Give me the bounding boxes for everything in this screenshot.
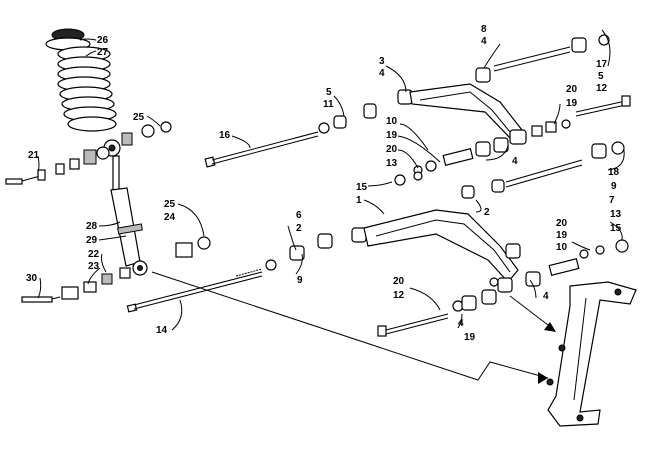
arrow-head (538, 372, 548, 384)
callout-12: 12 (596, 83, 608, 94)
washer (37, 169, 46, 181)
callout-12-lower: 12 (393, 290, 405, 301)
callout-5: 5 (326, 87, 332, 98)
callout-6: 6 (296, 210, 302, 221)
spacer (101, 273, 113, 285)
callout-20: 20 (566, 84, 578, 95)
arrow-head (544, 322, 556, 332)
lower-arm-frame (363, 209, 519, 283)
washer (141, 124, 155, 138)
lower-a-arm (351, 209, 521, 293)
assembly-arrows (151, 271, 556, 384)
upper-rear-hardware (413, 119, 571, 175)
lower-front-hardware (265, 171, 475, 271)
callout-24: 24 (164, 212, 176, 223)
callout-4: 4 (379, 68, 385, 79)
bolt-21-head (5, 178, 23, 185)
callout-3: 3 (379, 56, 385, 67)
shock-absorber (45, 28, 148, 276)
upper-arm-rear-bushing (509, 129, 527, 145)
leader-lines (37, 29, 625, 331)
spacer (121, 132, 133, 146)
callout-20-mid: 20 (386, 144, 398, 155)
callout-22: 22 (88, 249, 100, 260)
shock-rod (112, 155, 120, 191)
upper-a-arm (397, 83, 527, 145)
callout-21: 21 (28, 150, 40, 161)
washer (69, 158, 80, 170)
shock-collar (117, 223, 143, 235)
bolt-16 (204, 131, 319, 168)
callout-23: 23 (88, 261, 100, 272)
callout-2-left: 2 (296, 223, 302, 234)
callout-18: 18 (608, 167, 620, 178)
callout-4-top: 4 (481, 36, 487, 47)
callout-4-mid: 4 (512, 156, 518, 167)
callout-labels: 26 27 25 21 28 29 25 24 22 23 30 14 16 5… (26, 24, 622, 343)
callout-19-bottom: 19 (464, 332, 476, 343)
callout-10-right: 10 (556, 242, 568, 253)
callout-28: 28 (86, 221, 98, 232)
bushing (83, 149, 97, 165)
callout-9-lower: 9 (297, 275, 303, 286)
callout-15-right: 15 (610, 223, 622, 234)
callout-10: 10 (386, 116, 398, 127)
callout-19-right: 19 (556, 230, 568, 241)
washer (55, 163, 65, 175)
callout-11: 11 (323, 99, 334, 110)
callout-19-mid: 19 (386, 130, 398, 141)
nut-25-lower (197, 236, 211, 250)
lower-shock-hardware (21, 236, 211, 303)
frame-bracket (546, 281, 637, 427)
callout-4-bottom: 4 (458, 318, 464, 329)
callout-17: 17 (596, 59, 608, 70)
shaft-8 (475, 34, 610, 83)
bolt-12-upper (575, 95, 631, 117)
callout-19: 19 (566, 98, 578, 109)
callout-30: 30 (26, 273, 38, 284)
long-bolt-14 (126, 268, 263, 313)
callout-27: 27 (97, 47, 109, 58)
washer (119, 267, 131, 279)
bolt-30 (21, 296, 53, 303)
callout-15: 15 (356, 182, 368, 193)
lower-arm-rear-bushing (497, 277, 513, 293)
callout-25: 25 (133, 112, 145, 123)
callout-13: 13 (386, 158, 398, 169)
callout-20-right: 20 (556, 218, 568, 229)
callout-26: 26 (97, 35, 109, 46)
callout-16: 16 (219, 130, 231, 141)
bushing-24 (175, 242, 193, 258)
callout-5-right: 5 (598, 71, 604, 82)
spacer (96, 146, 110, 160)
bushing-23 (61, 286, 79, 300)
upper-front-hardware (318, 103, 377, 134)
coil-spring (57, 46, 117, 132)
callout-1: 1 (356, 195, 362, 206)
upper-shock-hardware (5, 121, 172, 185)
callout-9: 9 (611, 181, 617, 192)
callout-14: 14 (156, 325, 168, 336)
callout-20-lower: 20 (393, 276, 405, 287)
callout-13-right: 13 (610, 209, 622, 220)
callout-8: 8 (481, 24, 487, 35)
callout-25-lower: 25 (164, 199, 176, 210)
callout-2: 2 (484, 207, 490, 218)
shaft-7 (491, 141, 625, 193)
washer-22 (83, 281, 97, 293)
callout-7: 7 (609, 195, 615, 206)
callout-29: 29 (86, 235, 98, 246)
nut-25 (160, 121, 172, 133)
callout-4-lower: 4 (543, 291, 549, 302)
